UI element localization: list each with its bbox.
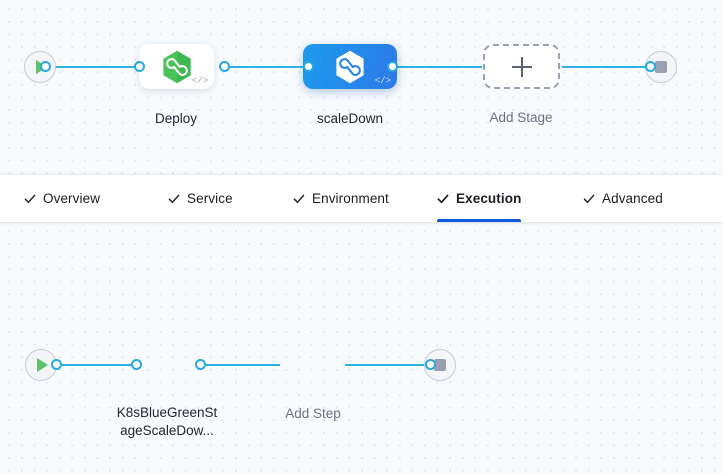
check-icon xyxy=(24,194,36,203)
port-deploy-out[interactable] xyxy=(219,61,230,72)
tab-label: Advanced xyxy=(602,191,663,206)
tab-service[interactable]: Service xyxy=(168,175,233,222)
tab-advanced[interactable]: Advanced xyxy=(583,175,663,222)
harness-hexagon-green-icon xyxy=(162,50,191,83)
stage-card-deploy[interactable]: </> xyxy=(139,44,214,89)
stage-graph-canvas[interactable]: </> Deploy </> scaleDown Add Stage xyxy=(0,0,723,175)
stop-icon xyxy=(434,359,446,371)
port-step-out[interactable] xyxy=(195,359,206,370)
check-icon xyxy=(168,194,180,203)
step-label-line-2: ageScaleDow... xyxy=(120,423,214,438)
edge-start-to-step xyxy=(54,364,139,366)
step-label-line-1: K8sBlueGreenSt xyxy=(116,405,218,420)
port-scaledown-out[interactable] xyxy=(387,61,398,72)
tab-label: Environment xyxy=(312,191,389,206)
stage-label-scaledown: scaleDown xyxy=(316,111,384,126)
tab-label: Overview xyxy=(43,191,101,206)
plus-icon xyxy=(511,56,532,77)
step-label-k8sbluegreenscaledown: K8sBlueGreenSt ageScaleDow... xyxy=(97,404,237,440)
check-icon xyxy=(437,194,449,203)
tab-environment[interactable]: Environment xyxy=(293,175,389,222)
tab-label: Service xyxy=(187,191,233,206)
port-exec-end-in[interactable] xyxy=(425,359,436,370)
port-start-out[interactable] xyxy=(40,61,51,72)
execution-graph-canvas[interactable]: </> K8sBlueGreenSt ageScaleDow... Add St… xyxy=(0,222,723,474)
add-step-label: Add Step xyxy=(285,406,341,421)
tab-execution[interactable]: Execution xyxy=(437,175,522,222)
code-icon: </> xyxy=(191,76,208,86)
tab-label: Execution xyxy=(456,191,522,206)
tab-underline xyxy=(437,219,522,222)
stage-label-deploy: Deploy xyxy=(154,111,198,126)
stage-config-tabs: Overview Service Environment Execution xyxy=(0,175,723,222)
edge-scaledown-to-addstage xyxy=(392,66,482,68)
port-end-in[interactable] xyxy=(645,61,656,72)
add-stage-label: Add Stage xyxy=(489,110,553,125)
harness-hexagon-white-icon xyxy=(336,50,364,83)
code-icon: </> xyxy=(374,76,391,86)
edge-start-to-deploy xyxy=(44,66,140,68)
port-exec-start-out[interactable] xyxy=(51,359,62,370)
play-icon xyxy=(37,358,48,372)
stage-card-scaledown[interactable]: </> xyxy=(303,44,397,89)
check-icon xyxy=(293,194,305,203)
stop-icon xyxy=(655,61,667,73)
port-deploy-in[interactable] xyxy=(134,61,145,72)
port-scaledown-in[interactable] xyxy=(303,61,314,72)
edge-deploy-to-scaledown xyxy=(224,66,309,68)
edge-addstage-to-end xyxy=(562,66,658,68)
port-step-in[interactable] xyxy=(131,359,142,370)
add-stage-button[interactable] xyxy=(483,44,560,89)
tab-overview[interactable]: Overview xyxy=(24,175,100,222)
check-icon xyxy=(583,194,595,203)
edge-step-to-addstep xyxy=(200,364,280,366)
edge-addstep-to-end xyxy=(345,364,430,366)
